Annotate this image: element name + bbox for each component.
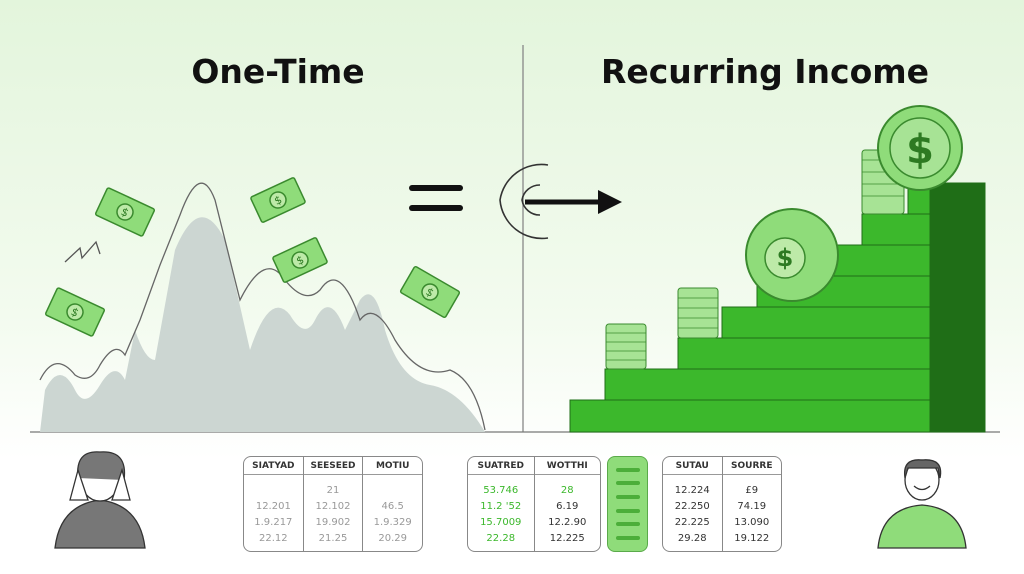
one-time-title: One-Time	[191, 52, 365, 91]
cell: 20.29	[378, 533, 407, 544]
cell: 21	[326, 485, 340, 496]
recurring-table: SUATRED 53.746 11.2 '52 15.7009 22.28 WOTTHI…	[467, 456, 601, 552]
cell: 12.201	[255, 501, 291, 512]
cell: 22.12	[259, 533, 288, 544]
dollar-icon: $ $	[745, 105, 963, 302]
cell: 46.5	[381, 501, 404, 512]
cell: 12.102	[315, 501, 351, 512]
stressed-person-avatar	[54, 451, 146, 549]
cell: £9	[745, 485, 759, 496]
cell: 19.902	[315, 517, 351, 528]
column-header: SOURRE	[722, 457, 781, 475]
svg-text:$: $	[777, 244, 794, 272]
column-header: SEESEED	[303, 457, 363, 475]
cell: 74.19	[737, 501, 767, 512]
cell: 53.746	[483, 485, 519, 496]
cell: 11.2 '52	[480, 501, 522, 512]
cell: 12.2.90	[548, 517, 587, 528]
arrow-right-icon	[525, 190, 622, 214]
recurring-income-title: Recurring Income	[600, 52, 930, 91]
column-header: SUTAU	[663, 457, 722, 475]
svg-text:$: $	[272, 193, 284, 208]
svg-text:$: $	[906, 127, 934, 173]
cell: 22.28	[486, 533, 516, 544]
cell: 6.19	[556, 501, 579, 512]
cell: 21.25	[318, 533, 348, 544]
cycle-icon	[499, 163, 549, 240]
coin-stack	[605, 149, 905, 370]
happy-person-avatar	[877, 459, 967, 549]
svg-text:$: $	[119, 205, 131, 220]
cell: 13.090	[734, 517, 770, 528]
cell: 19.122	[734, 533, 770, 544]
one-time-table: SIATYAD 12.201 1.9.217 22.12 SEESEED 21 12.10…	[243, 456, 423, 552]
cell: 15.7009	[480, 517, 522, 528]
staircase	[569, 182, 986, 433]
svg-text:$: $	[69, 305, 81, 320]
dollar-bill-icon: $ $ $ $ $	[45, 177, 461, 337]
column-header: WOTTHI	[534, 457, 600, 475]
cell: 22.225	[674, 517, 710, 528]
cell: 1.9.329	[373, 517, 412, 528]
cell: 22.250	[674, 501, 710, 512]
cell: 1.9.217	[254, 517, 293, 528]
column-header: MOTIU	[363, 457, 423, 475]
zigzag-icon	[64, 240, 101, 263]
progress-pill	[607, 456, 648, 552]
income-table: SUTAU 12.224 22.250 22.225 29.28 SOURRE £9 74.…	[662, 456, 782, 552]
cell: 29.28	[677, 533, 707, 544]
cell: 28	[560, 485, 574, 496]
one-time-mountain	[40, 217, 485, 432]
equals-icon	[409, 185, 463, 211]
column-header: SUATRED	[468, 457, 534, 475]
cell: 12.225	[549, 533, 585, 544]
svg-text:$: $	[294, 253, 306, 268]
cell: 12.224	[674, 485, 710, 496]
column-header: SIATYAD	[244, 457, 303, 475]
